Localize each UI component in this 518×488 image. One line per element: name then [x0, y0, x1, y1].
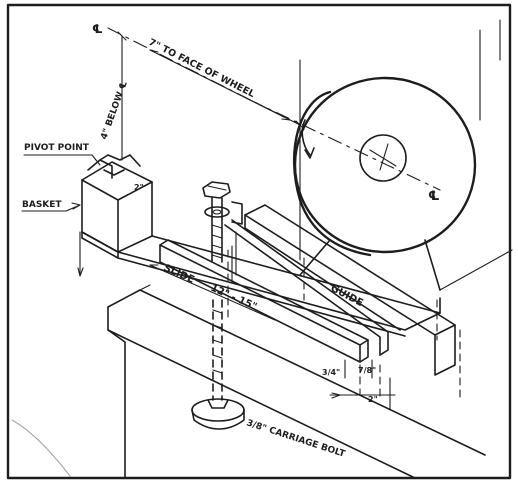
wheel — [292, 76, 477, 257]
pivot-point-leader — [23, 154, 101, 166]
sheet-border — [6, 3, 512, 480]
slide-dim-label: 12" - 15" — [209, 283, 259, 313]
bolt-label: 3/8" CARRIAGE BOLT — [245, 418, 347, 460]
guide-rails — [159, 204, 456, 376]
top-centerline-label: ℄ — [92, 22, 103, 36]
projection-lines — [227, 249, 461, 401]
wheel-centerline-label: ℄ — [428, 189, 440, 204]
table — [107, 284, 486, 479]
slide-label: SLIDE — [162, 263, 196, 286]
dim-to-face-label: 7" TO FACE OF WHEEL — [147, 37, 257, 100]
wheel-centerline — [249, 99, 441, 191]
rail-end-dimensions — [329, 359, 396, 411]
block-dim-label: 2" — [134, 183, 144, 192]
slide-dimension — [149, 264, 276, 321]
slide-bar — [81, 231, 441, 337]
pivot-point-label: PIVOT POINT — [24, 143, 90, 153]
dim-2-label: 2" — [368, 395, 378, 404]
basket-label: BASKET — [22, 200, 62, 210]
top-dimensions — [107, 27, 305, 161]
dim-3-4-label: 3/4" — [322, 368, 340, 377]
page-curl — [11, 419, 71, 477]
dim-7-8-label: 7/8" — [358, 366, 376, 375]
carriage-bolt — [191, 181, 245, 430]
basket-leader — [21, 204, 81, 212]
dim-below-label: 4" BELOW ℄ — [99, 80, 129, 141]
